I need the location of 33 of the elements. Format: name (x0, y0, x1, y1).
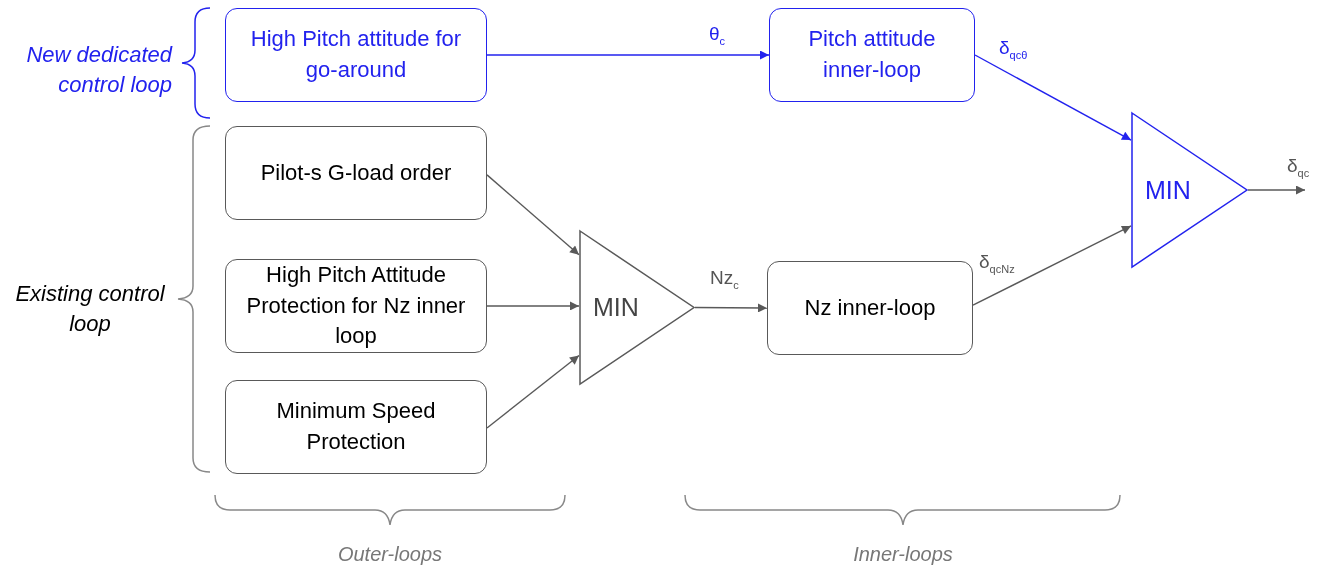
process-box (225, 380, 487, 474)
min-block-triangle (1131, 112, 1248, 268)
arrow (974, 54, 1132, 141)
node-label: MIN (1145, 174, 1191, 206)
edge-label: δ$_{qcθ}$ (998, 38, 1029, 61)
node-label: Minimum Speed Protection (275, 397, 437, 456)
arrow (1247, 185, 1306, 195)
edge-label: δ$_{qc}$ (1286, 156, 1311, 179)
edge-label: θ$_{c}$ (708, 24, 727, 47)
node-label: Nz inner-loop (804, 293, 936, 322)
arrow (486, 50, 770, 60)
process-box (225, 259, 487, 353)
node-label: MIN (593, 292, 639, 323)
group-label: New dedicated control loop (25, 41, 172, 99)
edge-label: δ$_{qcNz}$ (978, 252, 1016, 275)
process-box (225, 8, 487, 102)
group-label: Outer-loops (336, 542, 444, 567)
group-label: Existing control loop (14, 280, 166, 338)
arrow (486, 174, 580, 256)
node-label: High Pitch Attitude Protection for Nz inner loop (245, 260, 467, 351)
arrow (486, 301, 580, 311)
min-block-triangle (579, 230, 695, 385)
arrow (486, 354, 580, 429)
arrow (972, 225, 1132, 306)
node-label: Pitch attitude inner-loop (807, 25, 937, 84)
arrow (694, 303, 768, 313)
process-box (769, 8, 975, 102)
process-box (225, 126, 487, 220)
process-box (767, 261, 973, 355)
group-label: Inner-loops (852, 542, 954, 567)
node-label: High Pitch attitude for go-around (249, 25, 463, 84)
node-label: Pilot-s G-load order (260, 158, 452, 187)
edge-label: Nz$_{c}$ (709, 268, 740, 291)
